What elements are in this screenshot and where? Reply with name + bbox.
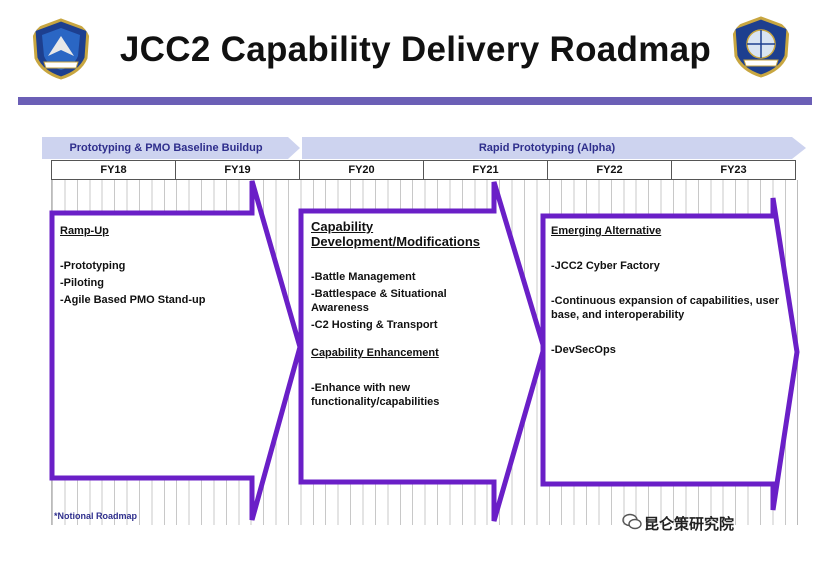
fiscal-year-header: FY18 FY19 FY20 FY21 FY22 FY23 bbox=[51, 160, 796, 180]
fy-header-cell: FY21 bbox=[423, 161, 547, 179]
phase-bar-prototyping bbox=[42, 137, 300, 159]
phase-bar-rapid-prototyping bbox=[302, 137, 806, 159]
capdev-heading: Capability Development/Modifications bbox=[311, 219, 481, 249]
list-item: -Battlespace & Situational Awareness bbox=[311, 288, 447, 314]
watermark: 昆仑策研究院 bbox=[644, 516, 735, 533]
fy-header-cell: FY20 bbox=[299, 161, 423, 179]
air-combat-command-seal-icon bbox=[32, 18, 90, 80]
list-item: -Battle Management bbox=[311, 271, 416, 283]
list-item: -DevSecOps bbox=[551, 344, 616, 356]
phase-bars bbox=[42, 137, 806, 159]
title-divider bbox=[18, 97, 812, 105]
list-item: -Enhance with new functionality/capabili… bbox=[311, 382, 440, 408]
fy-header-cell: FY22 bbox=[547, 161, 671, 179]
page-title: JCC2 Capability Delivery Roadmap bbox=[119, 30, 712, 69]
list-item: -Prototyping bbox=[60, 260, 126, 272]
list-item: -C2 Hosting & Transport bbox=[311, 319, 438, 331]
emerging-alternative-box: Emerging Alternative -JCC2 Cyber Factory… bbox=[551, 224, 779, 357]
wechat-icon bbox=[622, 513, 642, 530]
chevron-emerging-alternative bbox=[540, 197, 800, 511]
list-item: -Agile Based PMO Stand-up bbox=[60, 294, 206, 306]
footnote: *Notional Roadmap bbox=[54, 511, 138, 521]
phase-label-rapid-prototyping: Rapid Prototyping (Alpha) bbox=[478, 142, 616, 154]
chevron-rampup bbox=[49, 180, 303, 521]
chevron-capability-development bbox=[298, 181, 547, 522]
rampup-heading: Ramp-Up bbox=[60, 225, 109, 237]
phase-label-prototyping: Prototyping & PMO Baseline Buildup bbox=[69, 142, 263, 154]
list-item: -Continuous expansion of capabilities, u… bbox=[551, 295, 779, 321]
fy-header-cell: FY23 bbox=[671, 161, 795, 179]
capability-development-box: Capability Development/Modifications -Ba… bbox=[311, 219, 501, 409]
emerging-heading: Emerging Alternative bbox=[551, 225, 662, 237]
capdev-subheading: Capability Enhancement bbox=[311, 347, 439, 359]
list-item: -Piloting bbox=[60, 277, 104, 289]
fy-header-cell: FY19 bbox=[175, 161, 299, 179]
air-force-seal-icon bbox=[732, 16, 790, 78]
fy-header-cell: FY18 bbox=[100, 164, 127, 176]
list-item: -JCC2 Cyber Factory bbox=[551, 260, 660, 272]
rampup-box: Ramp-Up -Prototyping -Piloting -Agile Ba… bbox=[60, 224, 250, 307]
